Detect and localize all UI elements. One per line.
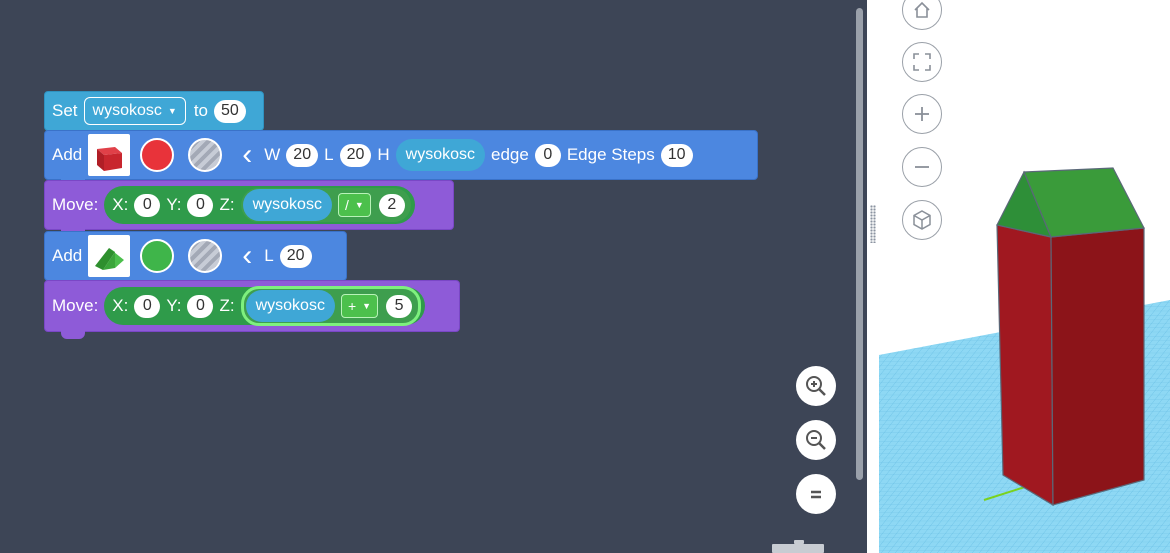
set-value-input[interactable]: 50 <box>214 99 246 123</box>
z-variable[interactable]: wysokosc <box>242 189 332 221</box>
z-label: Z: <box>219 296 235 315</box>
workspace-scrollbar[interactable] <box>856 8 863 480</box>
3d-scene[interactable] <box>879 0 1170 553</box>
set-keyword: Set <box>52 101 78 120</box>
view-cube-button[interactable] <box>902 200 942 240</box>
red-box-icon[interactable] <box>88 134 131 176</box>
striped-swatch-icon[interactable] <box>188 239 223 273</box>
move-block-1[interactable]: Move: X: 0 Y: 0 Z: wysokosc / ▼ 2 <box>44 180 454 237</box>
operator-symbol: + <box>347 298 357 314</box>
variable-dropdown[interactable]: wysokosc ▼ <box>83 97 186 125</box>
y-input[interactable]: 0 <box>187 193 214 217</box>
home-icon <box>914 1 930 18</box>
red-swatch-icon[interactable] <box>140 138 175 172</box>
move-block-2[interactable]: Move: X: 0 Y: 0 Z: wysokosc + ▼ 5 <box>44 280 460 339</box>
view-zoom-in-button[interactable] <box>902 94 942 134</box>
w-label: W <box>264 145 281 164</box>
position-group[interactable]: X: 0 Y: 0 Z: wysokosc + ▼ 5 <box>104 286 426 326</box>
position-group[interactable]: X: 0 Y: 0 Z: wysokosc / ▼ 2 <box>104 186 415 224</box>
trash-icon[interactable] <box>772 540 824 553</box>
move-keyword: Move: <box>52 195 99 214</box>
resize-grip-icon[interactable] <box>870 205 876 243</box>
add-keyword: Add <box>52 246 83 265</box>
zoom-in-icon <box>915 107 929 121</box>
y-label: Y: <box>166 296 182 315</box>
reset-zoom-icon <box>811 490 821 499</box>
add-roof-block[interactable]: Add ‹ L 20 <box>44 231 347 288</box>
blocks-workspace[interactable]: Set wysokosc ▼ to 50 Add ‹ W 20 L 20 H w… <box>0 0 867 553</box>
z-variable[interactable]: wysokosc <box>245 290 335 322</box>
chevron-down-icon: ▼ <box>362 301 372 311</box>
z-math-expression-selected[interactable]: wysokosc + ▼ 5 <box>240 286 422 326</box>
roof-top-face <box>1023 167 1145 238</box>
operator-dropdown[interactable]: + ▼ <box>340 294 379 318</box>
set-variable-block[interactable]: Set wysokosc ▼ to 50 <box>44 91 264 131</box>
operator-dropdown[interactable]: / ▼ <box>337 193 371 217</box>
l-label: L <box>264 246 274 265</box>
3d-viewport[interactable] <box>879 0 1170 553</box>
h-variable[interactable]: wysokosc <box>395 139 485 171</box>
z-math-expression[interactable]: wysokosc / ▼ 2 <box>240 188 411 222</box>
zoom-out-icon <box>915 166 929 168</box>
zoom-in-icon <box>806 376 826 396</box>
variable-name: wysokosc <box>92 102 162 119</box>
chevron-left-icon[interactable]: ‹ <box>242 138 253 171</box>
x-input[interactable]: 0 <box>134 193 161 217</box>
view-zoom-out-button[interactable] <box>902 147 942 187</box>
zoom-out-button[interactable] <box>796 420 836 460</box>
edge-label: edge <box>491 145 529 164</box>
h-label: H <box>377 145 390 164</box>
y-label: Y: <box>166 195 182 214</box>
move-keyword: Move: <box>52 296 99 315</box>
x-label: X: <box>112 195 129 214</box>
fit-view-icon <box>913 53 931 71</box>
chevron-down-icon: ▼ <box>167 106 177 116</box>
chevron-left-icon[interactable]: ‹ <box>242 239 253 272</box>
z-label: Z: <box>219 195 235 214</box>
reset-zoom-button[interactable] <box>796 474 836 514</box>
fit-view-button[interactable] <box>902 42 942 82</box>
view-cube-icon <box>913 210 931 230</box>
x-label: X: <box>112 296 129 315</box>
panel-divider[interactable] <box>867 0 879 553</box>
chevron-down-icon: ▼ <box>354 200 364 210</box>
zoom-out-icon <box>806 430 826 450</box>
x-input[interactable]: 0 <box>134 294 161 318</box>
box-right-face <box>1050 227 1145 506</box>
l-label: L <box>324 145 334 164</box>
w-input[interactable]: 20 <box>286 143 319 167</box>
add-keyword: Add <box>52 145 83 164</box>
add-box-block[interactable]: Add ‹ W 20 L 20 H wysokosc edge 0 Edge S… <box>44 130 758 187</box>
l-input[interactable]: 20 <box>339 143 372 167</box>
operator-symbol: / <box>344 197 349 213</box>
zoom-in-button[interactable] <box>796 366 836 406</box>
y-input[interactable]: 0 <box>187 294 214 318</box>
edge-input[interactable]: 0 <box>534 143 561 167</box>
green-swatch-icon[interactable] <box>140 239 175 273</box>
z-number-input[interactable]: 5 <box>386 294 413 318</box>
to-label: to <box>193 101 208 120</box>
block-notch <box>61 330 85 339</box>
box-left-face <box>996 224 1054 507</box>
edge-steps-input[interactable]: 10 <box>660 143 693 167</box>
edge-steps-label: Edge Steps <box>566 145 655 164</box>
l-input[interactable]: 20 <box>279 244 312 268</box>
green-roof-icon[interactable] <box>88 235 131 277</box>
z-number-input[interactable]: 2 <box>378 193 405 217</box>
striped-swatch-icon[interactable] <box>188 138 223 172</box>
